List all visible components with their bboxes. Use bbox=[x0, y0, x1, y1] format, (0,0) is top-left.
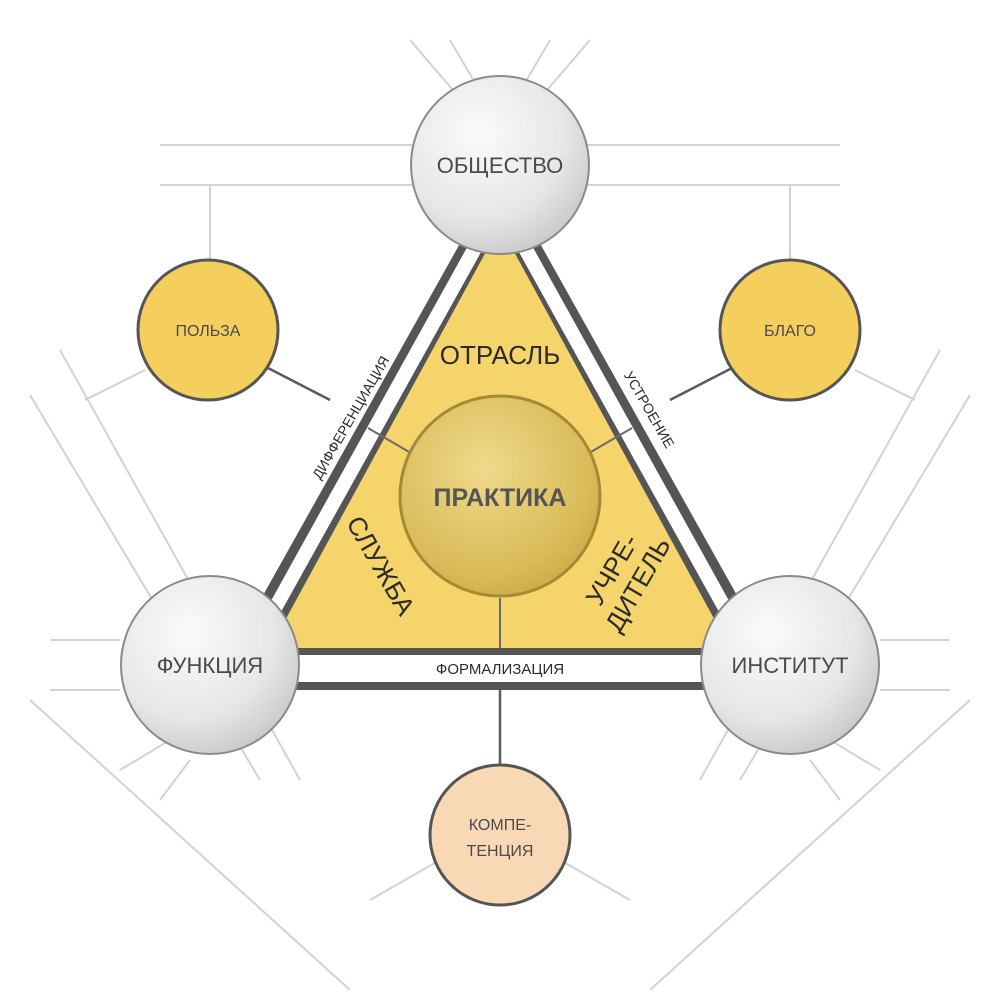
sector-dividers bbox=[367, 427, 633, 648]
edge-label-bottom: ФОРМАЛИЗАЦИЯ bbox=[436, 661, 564, 678]
node-society-label: ОБЩЕСТВО bbox=[437, 153, 564, 178]
node-competence[interactable]: КОМПЕ- ТЕНЦИЯ bbox=[428, 763, 572, 907]
node-benefit[interactable]: ПОЛЬЗА bbox=[136, 258, 280, 402]
node-function-label: ФУНКЦИЯ bbox=[157, 653, 263, 678]
sector-branch: ОТРАСЛЬ bbox=[440, 340, 561, 370]
node-good[interactable]: БЛАГО bbox=[718, 258, 862, 402]
connectors bbox=[267, 366, 733, 765]
node-competence-line1: КОМПЕ- bbox=[469, 817, 531, 834]
node-institute[interactable]: ИНСТИТУТ bbox=[700, 575, 880, 755]
node-practice[interactable]: ПРАКТИКА bbox=[398, 394, 602, 598]
node-good-label: БЛАГО bbox=[764, 323, 816, 340]
node-society[interactable]: ОБЩЕСТВО bbox=[410, 75, 590, 255]
node-practice-label: ПРАКТИКА bbox=[434, 484, 567, 512]
node-competence-line2: ТЕНЦИЯ bbox=[467, 843, 534, 860]
node-institute-label: ИНСТИТУТ bbox=[732, 653, 849, 678]
node-benefit-label: ПОЛЬЗА bbox=[176, 323, 241, 340]
node-function[interactable]: ФУНКЦИЯ bbox=[120, 575, 300, 755]
